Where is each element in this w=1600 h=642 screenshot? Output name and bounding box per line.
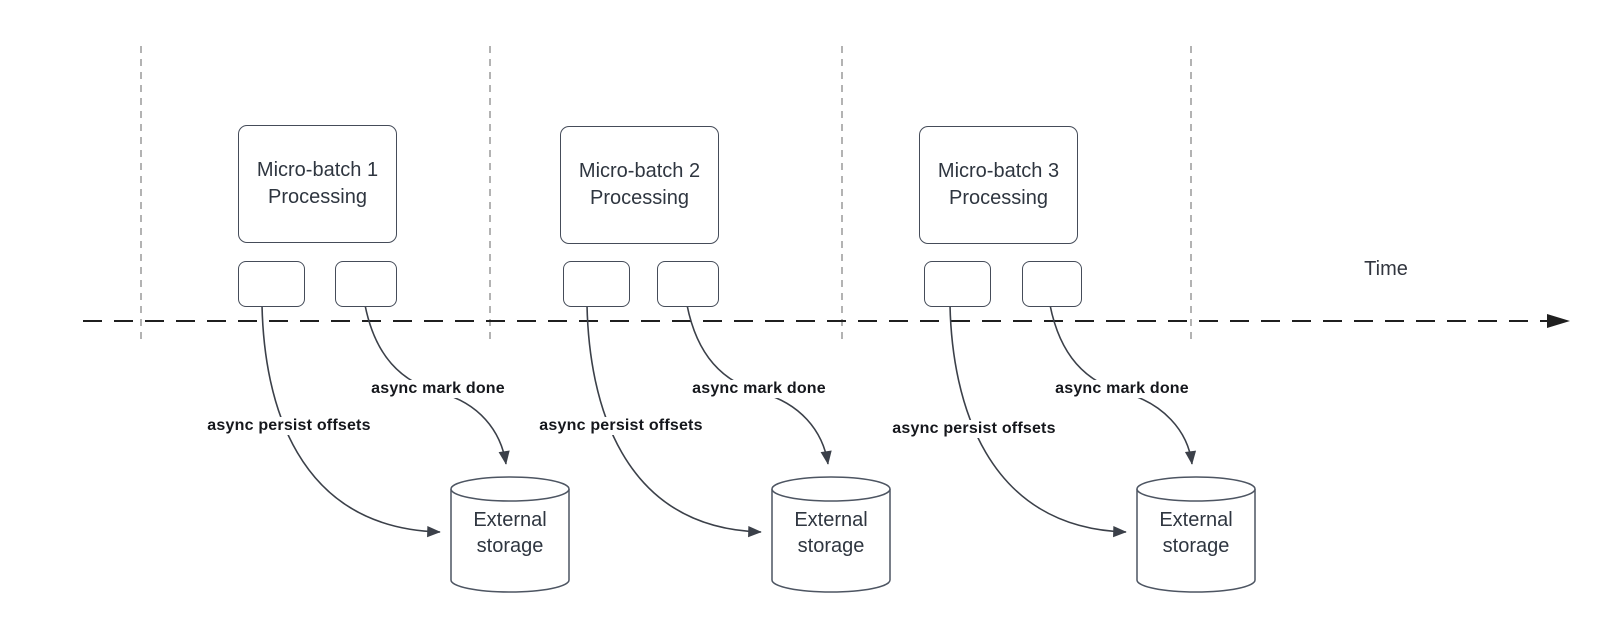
- offset-task-box-1: [238, 261, 305, 307]
- offset-task-box-2: [563, 261, 630, 307]
- done-task-box-1: [335, 261, 397, 307]
- offset-task-box-3: [924, 261, 991, 307]
- async-persist-offsets-label-2: async persist offsets: [536, 417, 706, 435]
- async-mark-done-label-2: async mark done: [689, 380, 829, 398]
- time-axis-label: Time: [1364, 258, 1408, 280]
- async-mark-done-label-1: async mark done: [368, 380, 508, 398]
- async-mark-done-label-3: async mark done: [1052, 380, 1192, 398]
- microbatch-2-processing-box: Micro-batch 2 Processing: [560, 126, 719, 244]
- persist-offsets-arrow-1: [261, 304, 441, 538]
- external-storage-cylinder-2: [771, 476, 891, 593]
- microbatch-3-processing-box: Micro-batch 3 Processing: [919, 126, 1078, 244]
- external-storage-cylinder-3: [1136, 476, 1256, 593]
- async-persist-offsets-label-1: async persist offsets: [204, 417, 374, 435]
- done-task-box-2: [657, 261, 719, 307]
- async-persist-offsets-label-3: async persist offsets: [889, 420, 1059, 438]
- persist-offsets-arrow-3: [949, 304, 1127, 538]
- external-storage-label-3: External storage: [1159, 509, 1233, 557]
- microbatch-1-processing-box: Micro-batch 1 Processing: [238, 125, 397, 243]
- external-storage-label-1: External storage: [473, 509, 547, 557]
- external-storage-cylinder-1: [450, 476, 570, 593]
- external-storage-label-2: External storage: [794, 509, 868, 557]
- done-task-box-3: [1022, 261, 1082, 307]
- persist-offsets-arrow-2: [586, 304, 762, 538]
